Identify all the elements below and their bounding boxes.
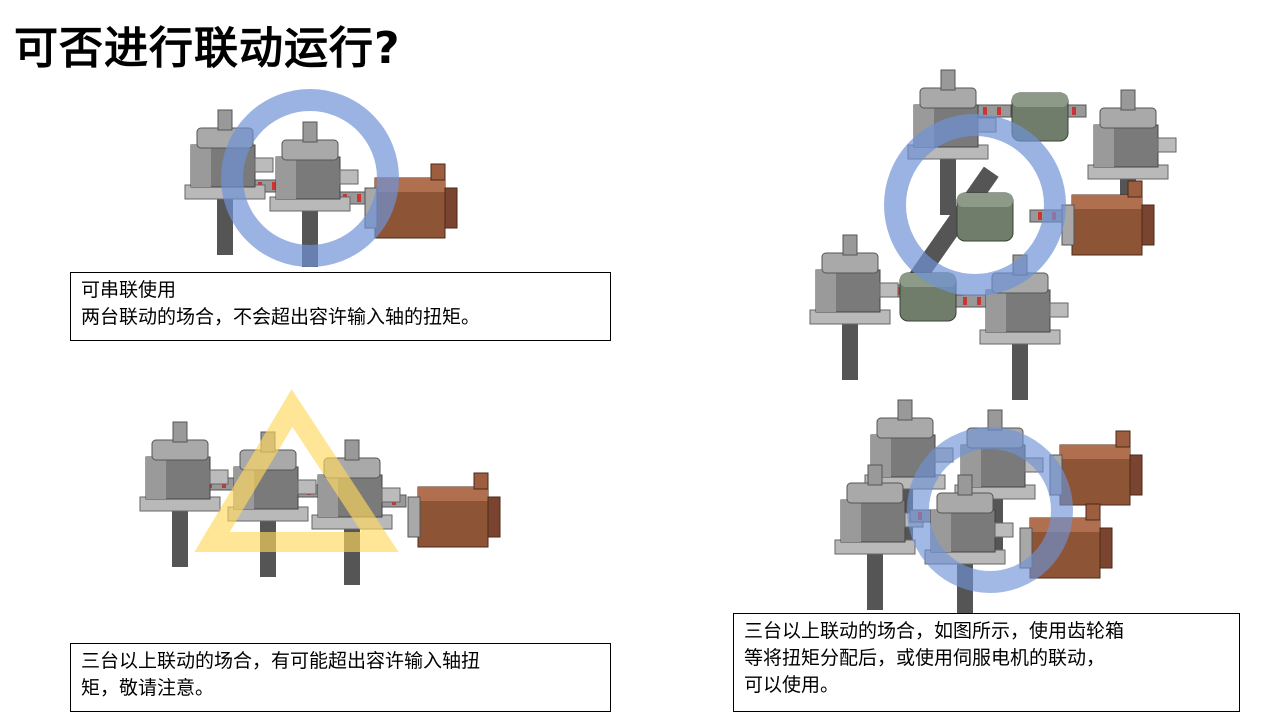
three-jack-assembly bbox=[139, 389, 501, 586]
note-line: 三台以上联动的场合，有可能超出容许输入轴扭 bbox=[81, 650, 481, 672]
ok-ring bbox=[884, 114, 1066, 296]
two-jack-assembly bbox=[184, 89, 458, 268]
note-gearbox-or-servo: 三台以上联动的场合，如图所示，使用齿轮箱 等将扭矩分配后，或使用伺服电机的联动，… bbox=[733, 613, 1240, 712]
note-two-units: 可串联使用 两台联动的场合，不会超出容许输入轴的扭矩。 bbox=[70, 272, 611, 341]
caution-triangle bbox=[194, 389, 399, 552]
ok-ring bbox=[907, 427, 1073, 593]
note-line: 矩，敬请注意。 bbox=[81, 677, 215, 699]
note-line: 可串联使用 bbox=[81, 279, 177, 301]
gearbox-assembly bbox=[809, 69, 1177, 401]
note-line: 可以使用。 bbox=[744, 674, 840, 696]
note-line: 两台联动的场合，不会超出容许输入轴的扭矩。 bbox=[81, 306, 481, 328]
slide-title: 可否进行联动运行? bbox=[14, 23, 401, 74]
ok-ring bbox=[221, 89, 399, 267]
note-line: 三台以上联动的场合，如图所示，使用齿轮箱 bbox=[744, 620, 1125, 642]
note-three-units-caution: 三台以上联动的场合，有可能超出容许输入轴扭 矩，敬请注意。 bbox=[70, 643, 611, 712]
servo-assembly bbox=[834, 399, 1143, 621]
note-line: 等将扭矩分配后，或使用伺服电机的联动， bbox=[744, 647, 1106, 669]
